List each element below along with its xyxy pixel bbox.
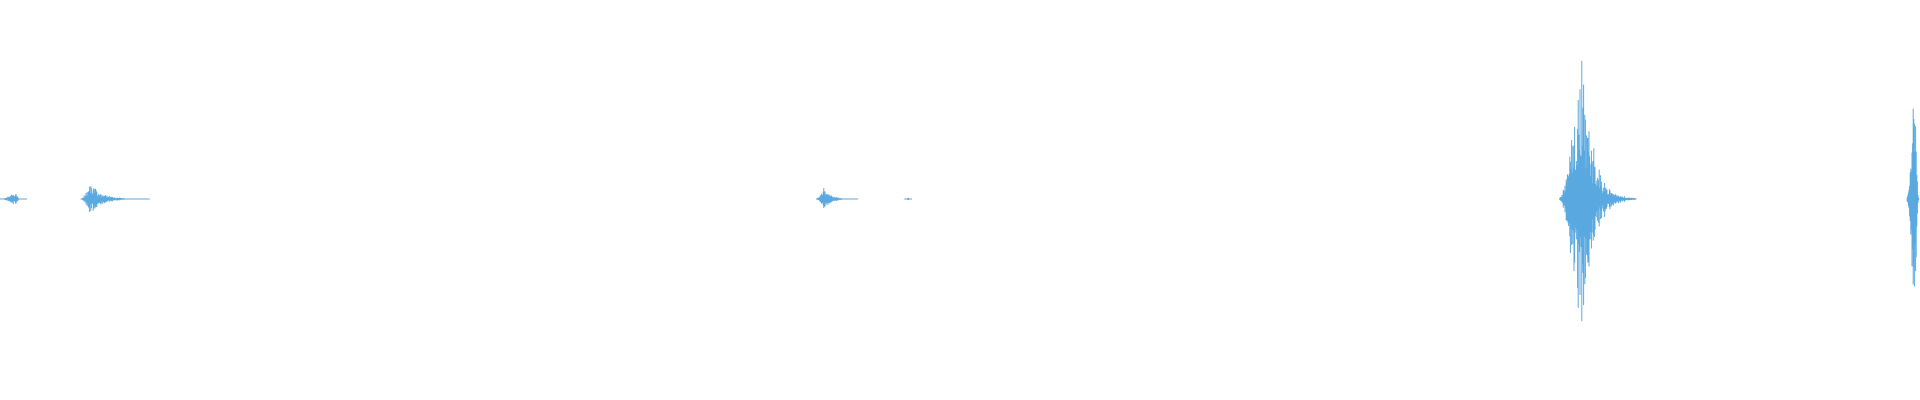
waveform-burst [1906, 108, 1920, 287]
waveform-burst [0, 194, 27, 205]
waveform-layer [0, 61, 1920, 322]
waveform-burst [1559, 61, 1637, 322]
waveform-burst [80, 186, 150, 212]
waveform-burst [816, 188, 859, 208]
waveform-burst [904, 198, 912, 201]
